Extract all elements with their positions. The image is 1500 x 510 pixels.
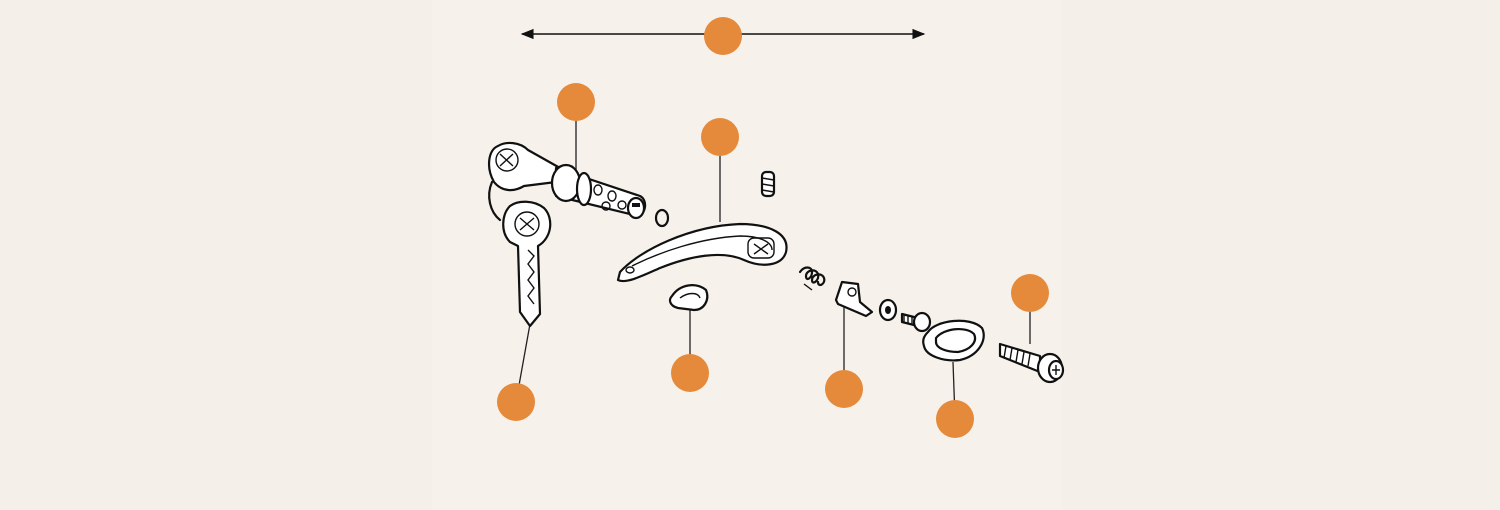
handle-pad-inner	[679, 292, 701, 299]
spring-small	[760, 170, 776, 198]
handle-pad	[668, 284, 709, 312]
door-handle	[616, 222, 788, 283]
callout-marker-overall-width	[704, 17, 742, 55]
callout-marker-gasket	[936, 400, 974, 438]
callout-marker-handle-pad	[671, 354, 709, 392]
screw	[998, 342, 1065, 384]
callout-markers	[497, 17, 1049, 438]
key-head-upper	[488, 141, 562, 222]
callout-marker-lock-cylinder	[557, 83, 595, 121]
coil-spring	[798, 266, 826, 291]
lock-cylinder	[550, 163, 647, 220]
gasket	[922, 319, 985, 362]
callout-marker-key	[497, 383, 535, 421]
callout-marker-spring-bracket	[825, 370, 863, 408]
callout-marker-screw	[1011, 274, 1049, 312]
washer	[878, 298, 898, 322]
key	[502, 200, 552, 328]
o-ring	[654, 208, 670, 228]
small-screw	[900, 311, 932, 333]
callout-marker-handle	[701, 118, 739, 156]
spring-bracket	[834, 280, 874, 318]
